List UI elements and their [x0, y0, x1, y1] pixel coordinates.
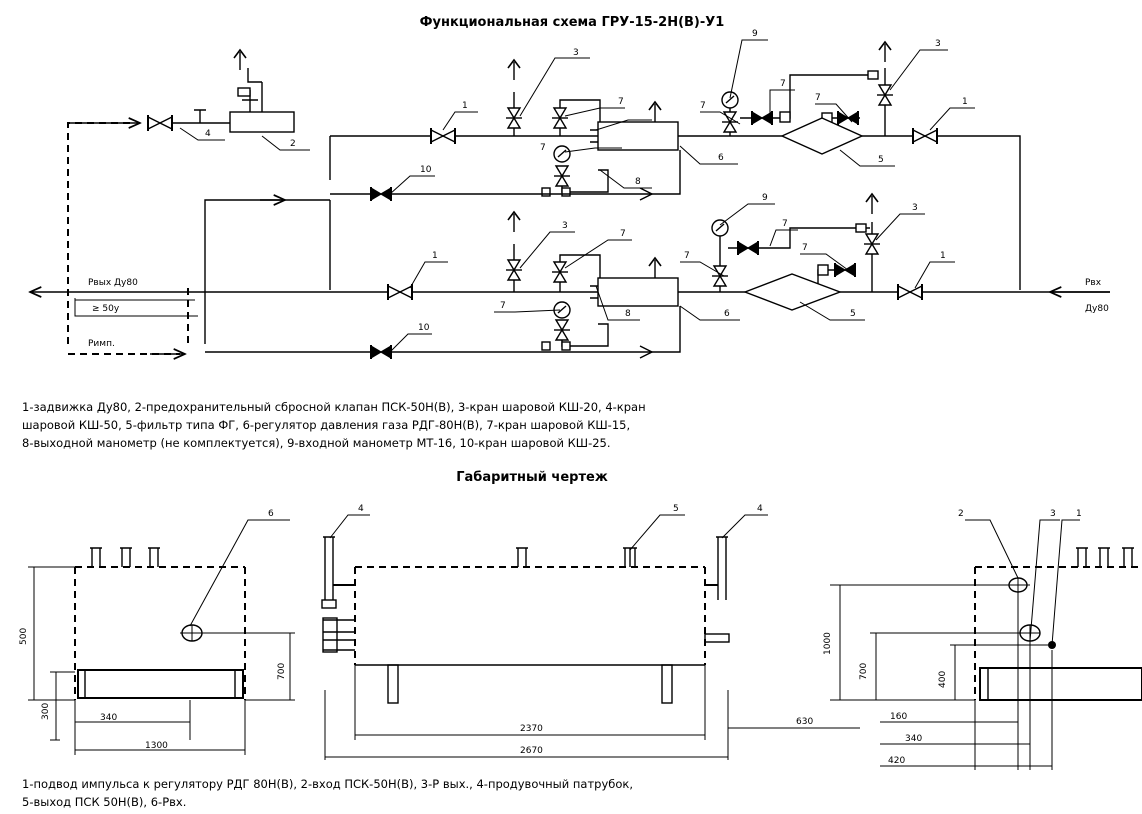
label-p-imp: Римп. [88, 339, 115, 349]
dimensions-title: Габаритный чертеж [456, 470, 608, 485]
dim-160: 160 [890, 712, 907, 722]
callout-7-e: 7 [815, 93, 821, 103]
callout-7-d: 7 [780, 79, 786, 89]
callout-7-c: 7 [540, 143, 546, 153]
callout-3-d: 3 [912, 203, 918, 213]
callout-9-a: 9 [752, 29, 758, 39]
callout-6-dim: 6 [268, 509, 274, 519]
dim-2670: 2670 [520, 746, 543, 756]
callout-3-b: 3 [935, 39, 941, 49]
functional-scheme: 4 2 1 3 7 7 7 8 6 10 9 7 7 3 1 5 1 3 7 7… [30, 29, 1110, 360]
scheme-legend-line-3: 8-выходной манометр (не комплектуется), … [22, 436, 611, 450]
callout-10-a: 10 [420, 165, 432, 175]
callout-8-b: 8 [625, 309, 631, 319]
callout-5-dim: 5 [673, 504, 679, 514]
callout-9-b: 9 [762, 193, 768, 203]
callout-3-c: 3 [562, 221, 568, 231]
dim-420: 420 [888, 756, 905, 766]
left-view: 6 500 300 700 340 1300 [19, 509, 295, 755]
scheme-legend-line-1: 1-задвижка Ду80, 2-предохранительный сбр… [22, 400, 646, 414]
callout-7-a: 7 [618, 97, 624, 107]
label-dn50: ≥ 50у [92, 304, 120, 314]
valve-3-icon [505, 107, 523, 129]
callout-6-a: 6 [718, 153, 724, 163]
dim-340: 340 [100, 713, 117, 723]
callout-7-j: 7 [802, 243, 808, 253]
dim-700-side: 700 [859, 663, 869, 680]
gauge-9-upper-icon [721, 91, 739, 109]
callout-10-b: 10 [418, 323, 430, 333]
callout-1-b: 1 [962, 97, 968, 107]
upper-valve-1-left-icon [430, 127, 456, 145]
regulator-6-upper-icon [597, 121, 679, 151]
gauge-8-upper-icon [553, 145, 571, 163]
gauge-9-lower-icon [711, 219, 729, 237]
callout-5-a: 5 [878, 155, 884, 165]
side-view: 2 3 1 1000 700 400 160 340 420 [823, 509, 1142, 770]
callout-2: 2 [290, 139, 296, 149]
callout-7-b: 7 [700, 101, 706, 111]
callout-2-dim: 2 [958, 509, 964, 519]
dim-700: 700 [277, 663, 287, 680]
dim-1000: 1000 [823, 632, 833, 655]
filter-5-upper-icon [780, 117, 864, 155]
dim-300: 300 [41, 703, 51, 720]
label-dn80: Ду80 [1085, 304, 1109, 314]
dim-630: 630 [796, 717, 813, 727]
filter-5-lower-icon [743, 273, 842, 311]
callout-7-f: 7 [620, 229, 626, 239]
callout-1-d: 1 [940, 251, 946, 261]
lower-valve-1-right-icon [897, 283, 923, 301]
valve-10-lower-icon [370, 344, 392, 360]
dim-1300: 1300 [145, 741, 168, 751]
callout-4: 4 [205, 129, 211, 139]
scheme-title: Функциональная схема ГРУ-15-2Н(В)-У1 [420, 15, 725, 30]
callout-7-g: 7 [500, 301, 506, 311]
scheme-legend-line-2: шаровой КШ-50, 5-фильтр типа ФГ, 6-регул… [22, 418, 630, 432]
regulator-6-lower-icon [597, 277, 679, 307]
dim-500: 500 [19, 628, 29, 645]
label-p-in: Рвх [1085, 278, 1102, 288]
callout-5-b: 5 [850, 309, 856, 319]
callout-1-a: 1 [462, 101, 468, 111]
lower-valve-1-left-icon [387, 283, 413, 301]
callout-6-b: 6 [724, 309, 730, 319]
callout-3-dim: 3 [1050, 509, 1056, 519]
callout-3-a: 3 [573, 48, 579, 58]
dim-340-side: 340 [905, 734, 922, 744]
dims-legend-line-1: 1-подвод импульса к регулятору РДГ 80Н(В… [22, 777, 633, 791]
dim-2370: 2370 [520, 724, 543, 734]
callout-1-dim: 1 [1076, 509, 1082, 519]
callout-7-i: 7 [782, 219, 788, 229]
callout-4-left: 4 [358, 504, 364, 514]
upper-valve-1-right-icon [912, 127, 938, 145]
callout-8-a: 8 [635, 177, 641, 187]
dimension-drawing: 6 500 300 700 340 1300 4 [19, 504, 1142, 770]
psk-valve-icon [229, 111, 295, 133]
callout-4-right: 4 [757, 504, 763, 514]
valve-4-icon [147, 114, 173, 132]
callout-7-h: 7 [684, 251, 690, 261]
callout-1-c: 1 [432, 251, 438, 261]
dims-legend-line-2: 5-выход ПСК 50Н(В), 6-Рвх. [22, 795, 186, 809]
front-view: 4 5 4 2370 2670 630 [321, 504, 860, 760]
dim-400: 400 [938, 671, 948, 688]
valve-10-upper-icon [370, 186, 392, 202]
label-p-out: Рвых Ду80 [88, 278, 138, 288]
